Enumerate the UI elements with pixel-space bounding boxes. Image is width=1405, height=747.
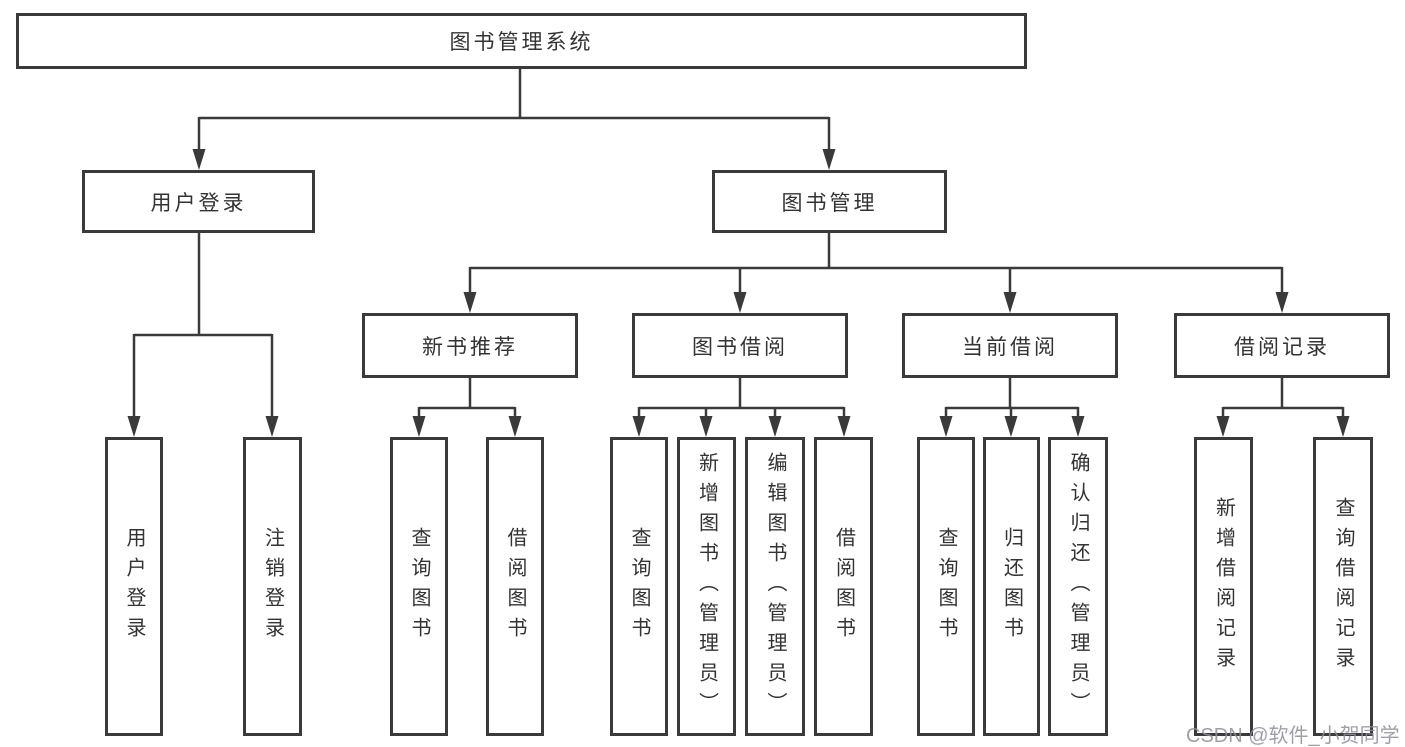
node-label: 查询借阅记录 bbox=[1332, 496, 1354, 677]
leaf-return-book: 归还图书 bbox=[983, 437, 1040, 736]
node-label: 图书管理系统 bbox=[449, 31, 594, 54]
leaf-query-books-recommend: 查询图书 bbox=[390, 437, 448, 736]
node-label: 查询图书 bbox=[408, 526, 430, 647]
node-label: 用户登录 bbox=[150, 191, 247, 215]
watermark: CSDN @软件_小贺同学 bbox=[1186, 725, 1400, 747]
node-user-login: 用户登录 bbox=[82, 170, 315, 233]
leaf-logout: 注销登录 bbox=[243, 437, 302, 736]
node-label: 借阅图书 bbox=[832, 526, 855, 647]
leaf-edit-book-admin: 编辑图书（管理员） bbox=[745, 437, 805, 736]
connector-lines bbox=[132, 68, 1345, 418]
node-new-book-recommend: 新书推荐 bbox=[362, 313, 578, 378]
node-label: 确认归还（管理员） bbox=[1067, 451, 1089, 722]
node-book-management: 图书管理 bbox=[712, 170, 947, 233]
node-book-borrow: 图书借阅 bbox=[632, 313, 848, 378]
node-label: 注销登录 bbox=[261, 526, 284, 647]
node-label: 归还图书 bbox=[1000, 526, 1023, 647]
node-label: 编辑图书（管理员） bbox=[764, 451, 786, 722]
leaf-query-books-current: 查询图书 bbox=[917, 437, 975, 736]
leaf-add-book-admin: 新增图书（管理员） bbox=[677, 437, 736, 736]
leaf-add-borrow-record: 新增借阅记录 bbox=[1194, 437, 1253, 736]
node-label: 新书推荐 bbox=[422, 335, 518, 359]
leaf-user-login: 用户登录 bbox=[105, 437, 163, 736]
node-label: 新增图书（管理员） bbox=[695, 451, 718, 722]
leaf-query-books-borrow: 查询图书 bbox=[610, 437, 668, 736]
node-current-borrow: 当前借阅 bbox=[902, 313, 1118, 378]
arrowheads bbox=[127, 149, 1350, 437]
node-label: 查询图书 bbox=[935, 526, 957, 647]
leaf-borrow-books: 借阅图书 bbox=[814, 437, 873, 736]
leaf-borrow-books-recommend: 借阅图书 bbox=[486, 437, 544, 736]
node-label: 借阅记录 bbox=[1234, 335, 1330, 359]
node-label: 图书管理 bbox=[781, 191, 878, 215]
node-label: 查询图书 bbox=[628, 526, 650, 647]
node-label: 当前借阅 bbox=[962, 335, 1058, 359]
node-root: 图书管理系统 bbox=[16, 13, 1027, 69]
leaf-confirm-return-admin: 确认归还（管理员） bbox=[1048, 437, 1108, 736]
node-label: 用户登录 bbox=[123, 526, 145, 647]
leaf-query-borrow-record: 查询借阅记录 bbox=[1313, 437, 1373, 736]
node-label: 图书借阅 bbox=[692, 335, 788, 359]
node-label: 借阅图书 bbox=[504, 526, 526, 647]
node-borrow-records: 借阅记录 bbox=[1174, 313, 1390, 378]
node-label: 新增借阅记录 bbox=[1212, 496, 1235, 677]
